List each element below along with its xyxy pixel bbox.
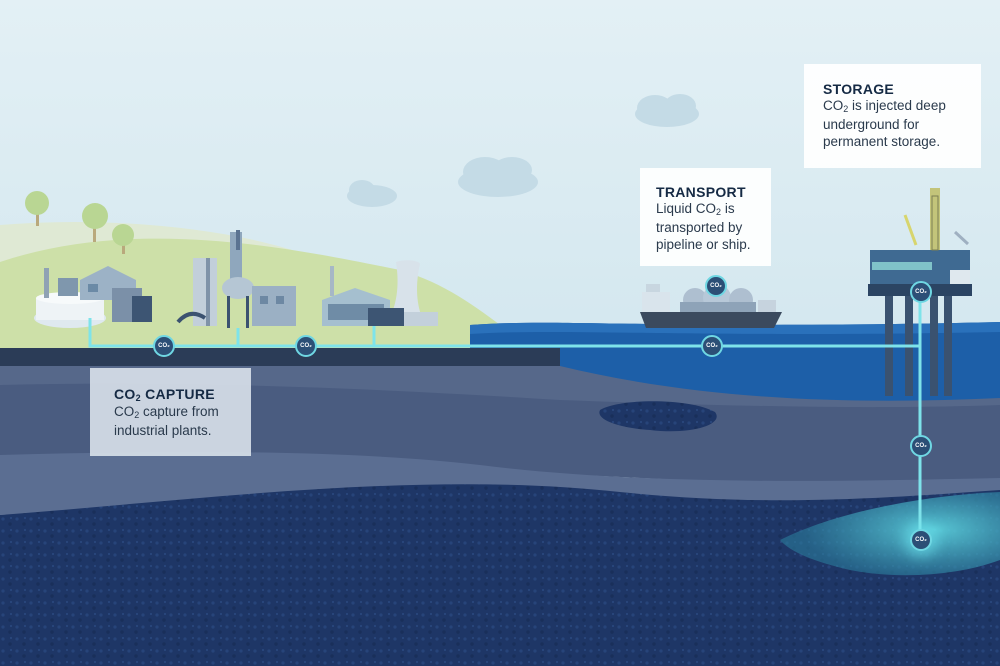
capture-text-post: capture from industrial plants. bbox=[114, 404, 219, 438]
co2-marker: CO₂ bbox=[295, 335, 317, 357]
deep-rock bbox=[0, 484, 1000, 666]
storage-text-post: is injected deep underground for permane… bbox=[823, 98, 946, 150]
storage-description: CO2 is injected deep underground for per… bbox=[823, 97, 965, 151]
transport-title: TRANSPORT bbox=[656, 184, 746, 200]
co2-marker: CO₂ bbox=[910, 435, 932, 457]
capture-title-post: CAPTURE bbox=[140, 386, 215, 402]
storage-text-sub: 2 bbox=[843, 104, 849, 114]
capture-title-sub: 2 bbox=[135, 393, 141, 403]
storage-card: STORAGE CO2 is injected deep underground… bbox=[804, 64, 981, 168]
co2-marker: CO₂ bbox=[701, 335, 723, 357]
capture-title-pre: CO bbox=[114, 386, 136, 402]
pipeline bbox=[88, 290, 922, 540]
transport-text-post: is transported by pipeline or ship. bbox=[656, 201, 751, 253]
ground-top bbox=[0, 348, 560, 368]
gas-pocket bbox=[599, 401, 717, 432]
transport-card: TRANSPORT Liquid CO2 is transported by p… bbox=[640, 168, 771, 266]
co2-marker: CO₂ bbox=[910, 281, 932, 303]
co2-marker: CO₂ bbox=[153, 335, 175, 357]
co2-marker-reservoir: CO₂ bbox=[910, 529, 932, 551]
capture-text-sub: 2 bbox=[134, 410, 140, 420]
clouds bbox=[347, 94, 699, 207]
capture-description: CO2 capture from industrial plants. bbox=[114, 403, 241, 439]
sea bbox=[470, 322, 1000, 404]
transport-description: Liquid CO2 is transported by pipeline or… bbox=[656, 200, 761, 254]
co2-marker: CO₂ bbox=[705, 275, 727, 297]
capture-title: CO2 CAPTURE bbox=[114, 386, 241, 403]
transport-text-sub: 2 bbox=[716, 207, 722, 217]
capture-text-pre: CO bbox=[114, 404, 135, 419]
storage-text-pre: CO bbox=[823, 98, 844, 113]
industrial-plants bbox=[34, 230, 438, 328]
trees bbox=[25, 191, 134, 254]
storage-reservoir bbox=[780, 492, 1000, 576]
storage-title: STORAGE bbox=[823, 81, 895, 97]
capture-card: CO2 CAPTURE CO2 capture from industrial … bbox=[90, 368, 251, 456]
transport-text-pre: Liquid CO bbox=[656, 201, 717, 216]
